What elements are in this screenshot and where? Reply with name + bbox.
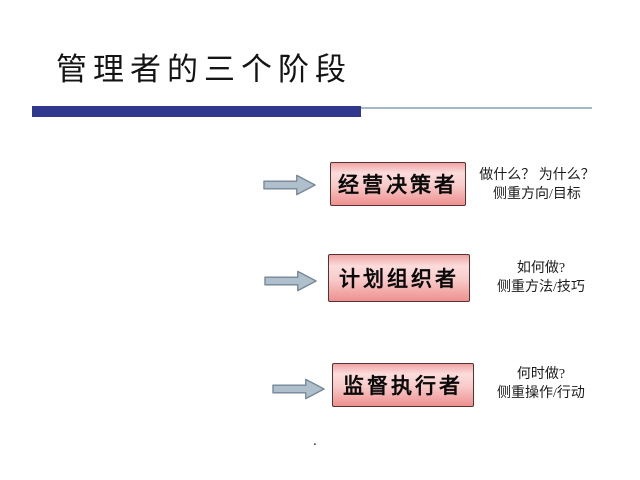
note-line-2: 侧重方向/目标 [493,187,581,202]
note-line-1: 做什么？ 为什么？ [479,168,595,183]
note-line-2: 侧重方法/技巧 [497,280,585,295]
stage-note-planning: 如何做? 侧重方法/技巧 [472,259,610,297]
stage-box-planning: 计划组织者 [328,254,470,302]
stage-box-decision: 经营决策者 [330,162,466,206]
note-line-2: 侧重操作/行动 [497,386,585,401]
title-accent-bar [32,106,361,117]
footer-dot: . [313,433,317,449]
stage-row-decision: 经营决策者 做什么？ 为什么？ 侧重方向/目标 [0,160,640,212]
right-arrow-icon [264,270,317,292]
page-title: 管理者的三个阶段 [56,52,352,87]
stage-note-decision: 做什么？ 为什么？ 侧重方向/目标 [468,166,606,204]
note-line-1: 如何做? [516,261,566,276]
title-divider-line [361,107,592,109]
stage-row-supervision: 监督执行者 何时做? 侧重操作/行动 [0,358,640,410]
stage-box-supervision: 监督执行者 [332,363,474,407]
note-line-1: 何时做? [516,367,566,382]
right-arrow-icon [263,174,316,196]
stage-note-supervision: 何时做? 侧重操作/行动 [472,365,610,403]
stage-row-planning: 计划组织者 如何做? 侧重方法/技巧 [0,253,640,305]
right-arrow-icon [272,378,325,400]
